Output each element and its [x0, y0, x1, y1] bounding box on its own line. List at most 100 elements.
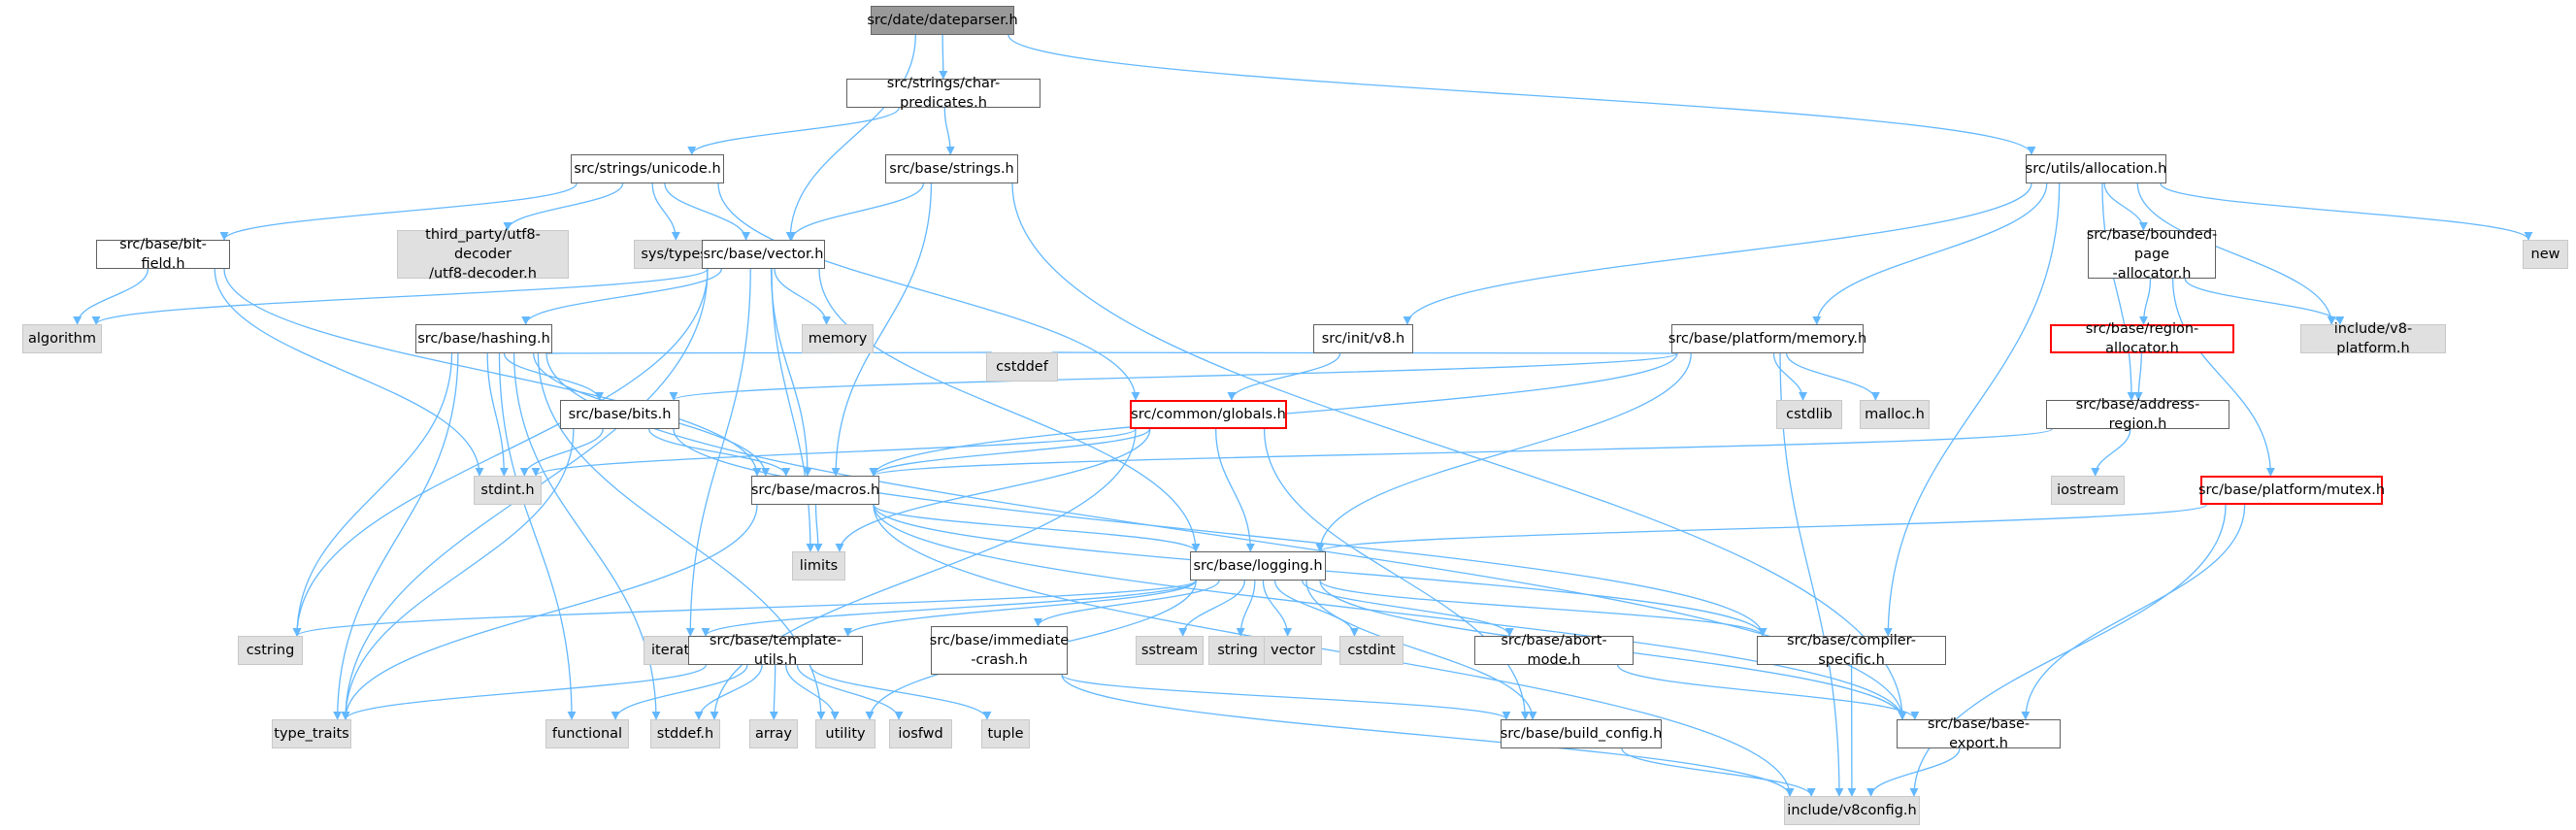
node-iosfwd[interactable]: iosfwd: [889, 719, 952, 748]
edge-regalloc-to-addrregion: [2133, 352, 2143, 401]
node-string[interactable]: string: [1208, 636, 1267, 665]
node-limits[interactable]: limits: [792, 551, 845, 581]
edge-bits-to-stdint: [519, 428, 604, 477]
edge-dateparser-to-charpred: [939, 34, 948, 80]
edge-dateparser-to-vector: [785, 34, 916, 241]
node-globals[interactable]: src/common/globals.h: [1130, 400, 1287, 429]
edge-templutils-to-tuple: [809, 664, 992, 720]
edge-macros-to-baseexport: [873, 504, 1907, 720]
node-template-utils[interactable]: src/base/template-utils.h: [688, 633, 863, 668]
edge-allocation-to-v8platform: [2136, 183, 2336, 325]
node-bits[interactable]: src/base/bits.h: [560, 400, 679, 429]
edge-baseexport-to-v8config: [1866, 747, 1961, 797]
edge-logging-to-iterator: [701, 580, 1197, 637]
node-immediate-crash[interactable]: src/base/immediate -crash.h: [930, 626, 1069, 675]
edge-logging-to-templutils: [843, 580, 1197, 637]
edge-vector-to-memory: [774, 268, 832, 325]
edge-globals-to-buildconfig: [1263, 428, 1530, 720]
node-platform-memory[interactable]: src/base/platform/memory.h: [1668, 324, 1866, 353]
edge-globals-to-logging: [1215, 428, 1255, 552]
node-platform-mutex[interactable]: src/base/platform/mutex.h: [2198, 476, 2385, 505]
edge-templutils-to-array: [769, 664, 778, 720]
node-char-predicates[interactable]: src/strings/char-predicates.h: [846, 76, 1040, 111]
node-functional[interactable]: functional: [545, 719, 629, 748]
edge-allocation-to-platmem: [1812, 183, 2048, 325]
edge-unicode-to-globals: [717, 183, 1140, 401]
node-init-v8[interactable]: src/init/v8.h: [1313, 324, 1413, 353]
node-base-strings[interactable]: src/base/strings.h: [885, 154, 1018, 183]
edge-logging-to-sstream: [1178, 580, 1245, 637]
edge-bitfield-to-algorithm: [73, 268, 149, 325]
node-memory[interactable]: memory: [802, 324, 874, 353]
edge-macros-to-v8config: [873, 504, 1795, 797]
edge-bits-to-typetraits: [341, 428, 575, 720]
node-build-config[interactable]: src/base/build_config.h: [1501, 719, 1662, 748]
node-cstdint[interactable]: cstdint: [1339, 636, 1404, 665]
node-compiler-specific[interactable]: src/base/compiler-specific.h: [1757, 633, 1946, 668]
node-abort-mode[interactable]: src/base/abort-mode.h: [1474, 633, 1634, 668]
edge-bounded-to-v8platform: [2184, 278, 2345, 325]
node-bounded-page-allocator[interactable]: src/base/bounded-page -allocator.h: [2086, 227, 2218, 282]
node-cstdlib[interactable]: cstdlib: [1776, 400, 1842, 429]
edge-logging-to-immcrash: [1033, 580, 1220, 627]
node-v8config[interactable]: include/v8config.h: [1784, 796, 1920, 825]
node-macros[interactable]: src/base/macros.h: [751, 476, 879, 505]
edge-hashing-to-typetraits: [333, 352, 459, 720]
edge-strings-to-macros: [831, 183, 933, 477]
node-utility[interactable]: utility: [815, 719, 875, 748]
node-stdint[interactable]: stdint.h: [474, 476, 542, 505]
edge-bits-to-macros: [648, 428, 791, 477]
node-allocation[interactable]: src/utils/allocation.h: [2026, 154, 2166, 183]
node-base-export[interactable]: src/base/base-export.h: [1897, 716, 2061, 751]
node-iostream[interactable]: iostream: [2051, 476, 2125, 505]
edge-templutils-to-iosfwd: [796, 664, 904, 720]
edge-unicode-to-bitfield: [219, 183, 578, 241]
node-base-vector[interactable]: src/base/vector.h: [702, 240, 825, 269]
node-new[interactable]: new: [2523, 240, 2568, 269]
node-unicode[interactable]: src/strings/unicode.h: [571, 154, 724, 183]
edge-immcrash-to-buildconfig: [1061, 674, 1511, 720]
node-vector-std[interactable]: vector: [1264, 636, 1322, 665]
edge-macros-to-logging: [873, 504, 1201, 552]
node-cstddef[interactable]: cstddef: [986, 352, 1058, 382]
node-array[interactable]: array: [749, 719, 798, 748]
node-region-allocator[interactable]: src/base/region-allocator.h: [2050, 321, 2234, 356]
node-type-traits[interactable]: type_traits: [272, 719, 351, 748]
edge-addrregion-to-macros: [869, 428, 2053, 477]
node-logging[interactable]: src/base/logging.h: [1190, 551, 1326, 581]
edge-addrregion-to-iostream: [2091, 428, 2131, 477]
edge-vector-to-logging: [818, 268, 1201, 552]
node-hashing[interactable]: src/base/hashing.h: [415, 324, 552, 353]
edge-unicode-to-systypes: [651, 183, 680, 241]
node-cstring[interactable]: cstring: [238, 636, 303, 665]
edge-charpred-to-unicode: [687, 107, 900, 155]
edge-logging-to-cstdint: [1273, 580, 1359, 637]
edge-logging-to-compspec: [1319, 580, 1767, 637]
edge-mutex-to-baseexport: [2021, 504, 2246, 720]
edge-vector-to-algorithm: [91, 268, 709, 325]
edge-charpred-to-strings: [943, 107, 955, 155]
edge-templutils-to-stddef: [694, 664, 763, 720]
edge-bitfield-to-stdint: [214, 268, 484, 477]
edge-bits-to-compspec: [673, 428, 1767, 637]
node-address-region[interactable]: src/base/address-region.h: [2046, 397, 2229, 432]
node-tuple[interactable]: tuple: [981, 719, 1030, 748]
node-bit-field[interactable]: src/base/bit-field.h: [96, 237, 230, 272]
edge-vector-to-macros: [770, 268, 812, 477]
node-stddef[interactable]: stddef.h: [650, 719, 720, 748]
node-v8-platform[interactable]: include/v8-platform.h: [2300, 321, 2446, 356]
edge-strings-to-vector: [787, 183, 925, 241]
node-dateparser[interactable]: src/date/dateparser.h: [867, 6, 1018, 35]
edge-macros-to-limits: [813, 504, 823, 552]
node-malloc[interactable]: malloc.h: [1860, 400, 1930, 429]
edge-logging-to-cstring: [292, 580, 1197, 637]
node-utf8-decoder[interactable]: third_party/utf8-decoder /utf8-decoder.h: [397, 227, 569, 282]
edge-logging-to-buildconfig: [1305, 580, 1537, 720]
edge-initv8-to-globals: [1227, 352, 1341, 401]
edge-strings-to-baseexport: [1011, 183, 1907, 720]
edge-bounded-to-regalloc: [2138, 278, 2152, 325]
node-algorithm[interactable]: algorithm: [22, 324, 102, 353]
edge-platmem-to-malloch: [1786, 352, 1880, 401]
node-sstream[interactable]: sstream: [1136, 636, 1204, 665]
edge-bounded-to-mutex: [2171, 278, 2275, 477]
